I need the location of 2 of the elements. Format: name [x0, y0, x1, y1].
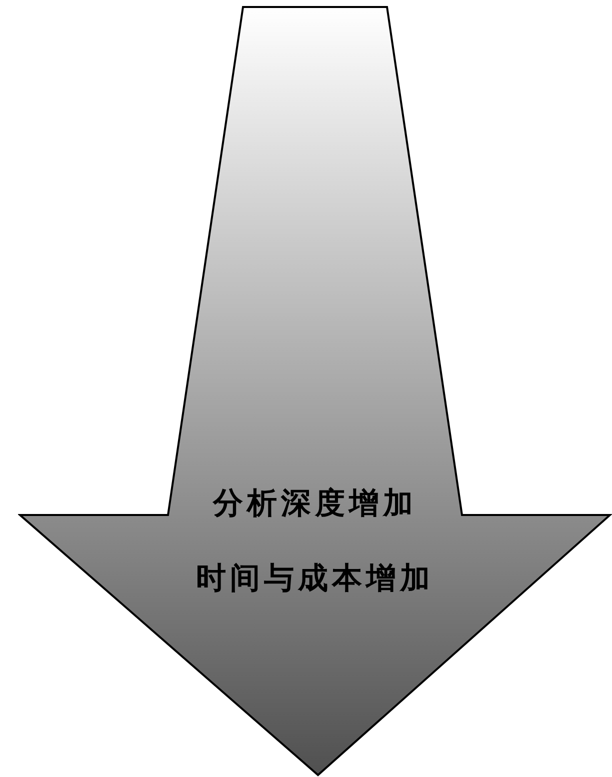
arrow-text: 时间与成本增加 [195, 560, 435, 598]
arrow-text: 分析深度增加 [212, 485, 418, 523]
